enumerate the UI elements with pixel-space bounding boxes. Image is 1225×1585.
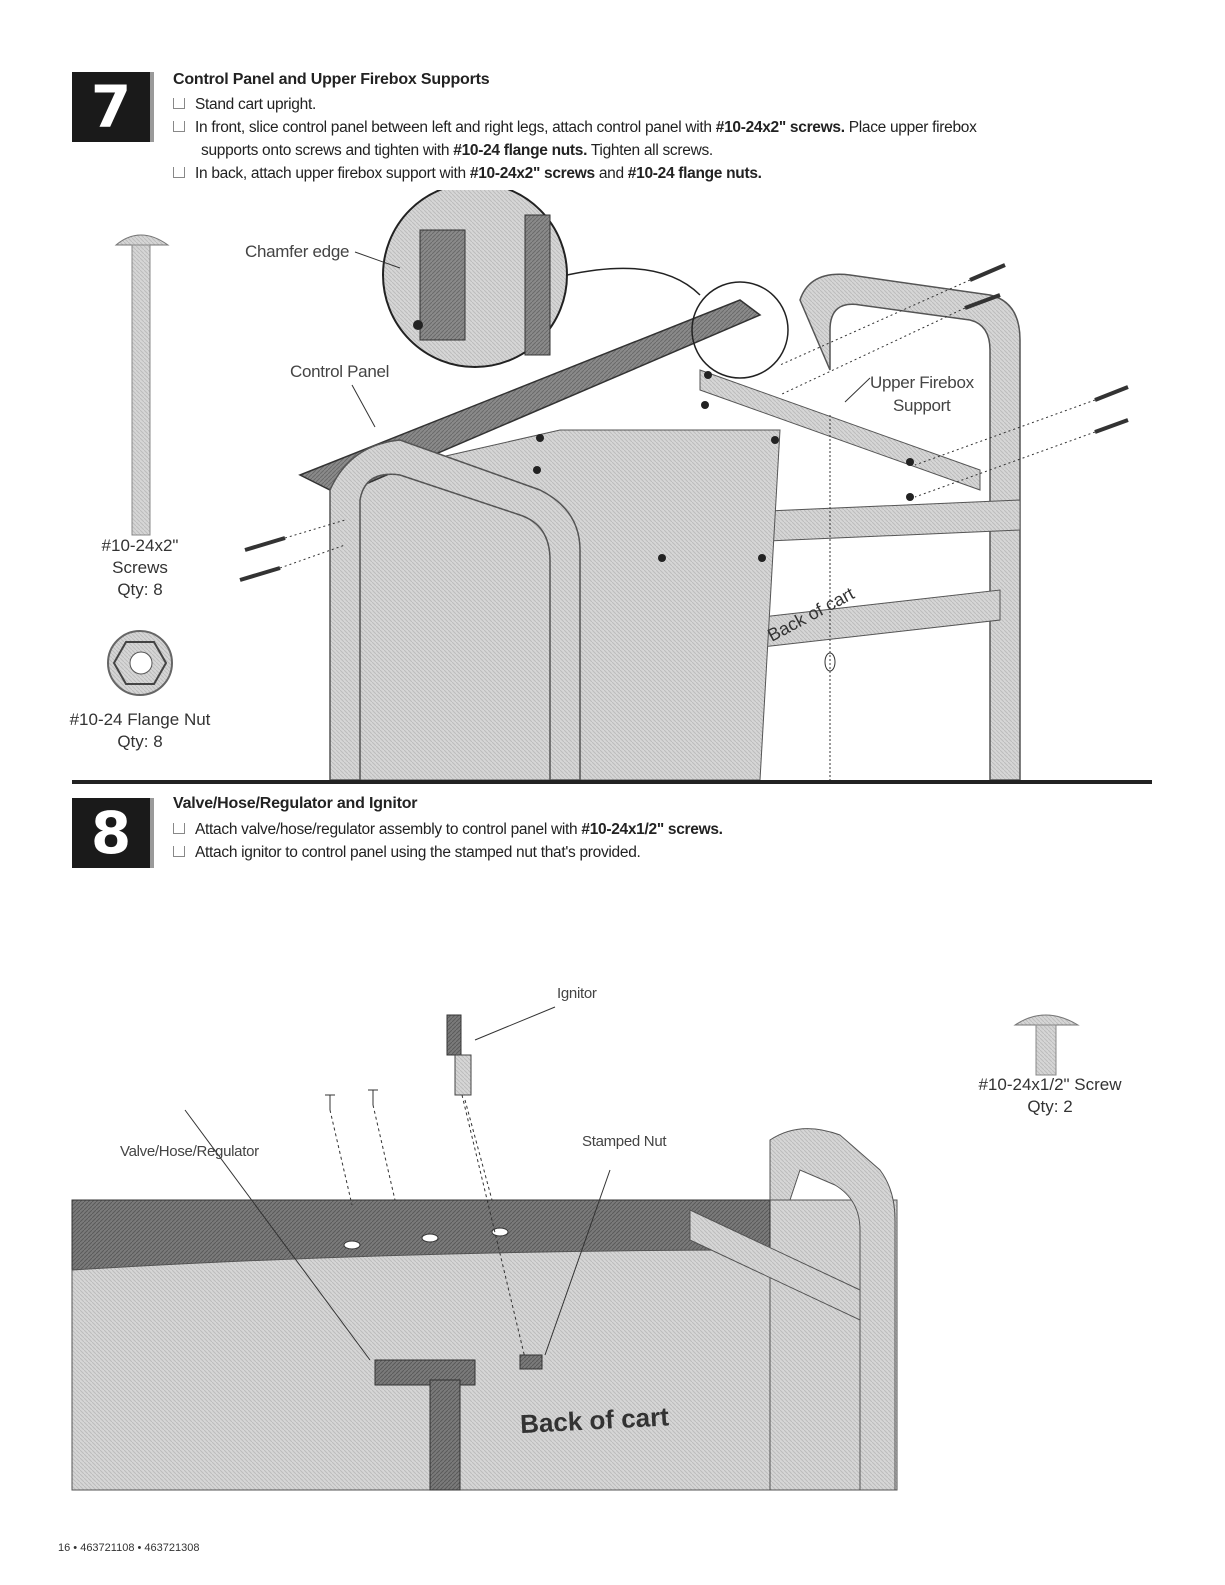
checkbox-icon[interactable] bbox=[173, 823, 185, 834]
step-8-line-2: Attach ignitor to control panel using th… bbox=[173, 841, 1133, 864]
flange-nut-icon bbox=[107, 630, 173, 696]
control-panel-label: Control Panel bbox=[290, 362, 390, 381]
step-8-instructions: Attach valve/hose/regulator assembly to … bbox=[173, 818, 1133, 864]
section-divider bbox=[72, 780, 1152, 784]
chamfer-edge-label: Chamfer edge bbox=[245, 242, 350, 261]
checkbox-icon[interactable] bbox=[173, 121, 185, 132]
step-7-line-4: In back, attach upper firebox support wi… bbox=[173, 162, 1133, 185]
step-7-line-3: supports onto screws and tighten with #1… bbox=[201, 142, 713, 159]
step-8-illustration: Back of cart bbox=[71, 1006, 1080, 1491]
step-8-number: 8 bbox=[72, 798, 154, 868]
stamped-nut-label: Stamped Nut bbox=[582, 1133, 667, 1150]
step-7-instructions: Stand cart upright. In front, slice cont… bbox=[173, 93, 1133, 185]
step-8-title: Valve/Hose/Regulator and Ignitor bbox=[173, 795, 418, 812]
page-footer: 16 • 463721108 • 463721308 bbox=[58, 1542, 200, 1554]
step-8-line-1: Attach valve/hose/regulator assembly to … bbox=[173, 818, 1133, 841]
ignitor-icon bbox=[446, 1014, 472, 1096]
checkbox-icon[interactable] bbox=[173, 167, 185, 178]
step-7-title: Control Panel and Upper Firebox Supports bbox=[173, 71, 490, 88]
screw-2in-part-label: #10-24x2" Screws Qty: 8 bbox=[101, 536, 179, 599]
step-7-illustration: Back of cart bbox=[107, 190, 1129, 780]
checkbox-icon[interactable] bbox=[173, 846, 185, 857]
step-7-line-2: In front, slice control panel between le… bbox=[173, 116, 1133, 139]
screw-half-in-icon bbox=[1013, 1014, 1080, 1076]
upper-firebox-label-1: Upper Firebox bbox=[870, 373, 974, 392]
screw-half-in-part-label: #10-24x1/2" Screw Qty: 2 bbox=[978, 1075, 1122, 1116]
checkbox-icon[interactable] bbox=[173, 98, 185, 109]
ignitor-label: Ignitor bbox=[557, 985, 597, 1002]
step-7-line-1: Stand cart upright. bbox=[173, 93, 1133, 116]
valve-hose-regulator-label: Valve/Hose/Regulator bbox=[120, 1143, 259, 1160]
flange-nut-part-label: #10-24 Flange Nut Qty: 8 bbox=[69, 710, 211, 751]
screw-2in-icon bbox=[114, 234, 170, 536]
upper-firebox-label-2: Support bbox=[893, 396, 951, 415]
step-7-number: 7 bbox=[72, 72, 154, 142]
